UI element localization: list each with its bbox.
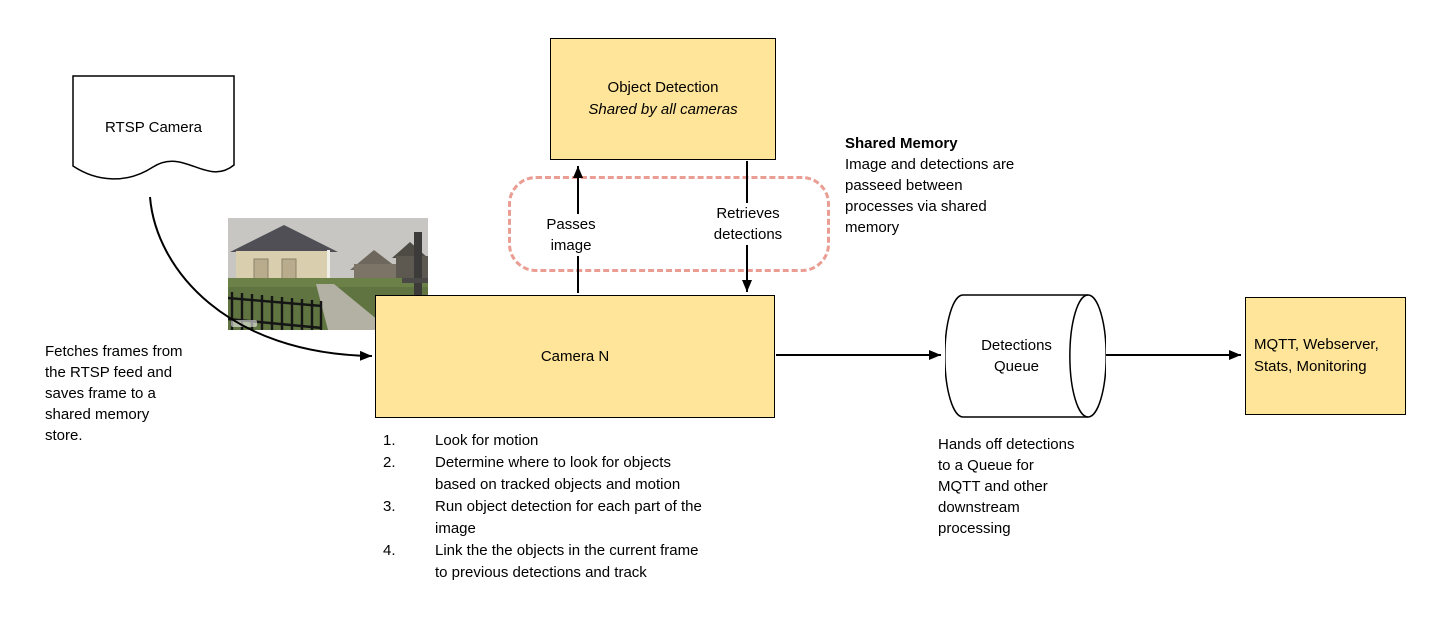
node-detections-queue: Detections Queue bbox=[945, 294, 1106, 418]
shared-memory-note-body: Image and detections are passeed between… bbox=[845, 156, 1015, 236]
retrieves-detections-label: Retrieves detections bbox=[704, 203, 792, 245]
shared-memory-region bbox=[508, 176, 830, 272]
object-detection-title: Object Detection bbox=[607, 79, 719, 96]
object-detection-subtitle: Shared by all cameras bbox=[588, 101, 738, 118]
node-camera-n: Camera N bbox=[375, 295, 775, 418]
document-shape-icon bbox=[72, 75, 235, 180]
rtsp-camera-label: RTSP Camera bbox=[105, 119, 202, 136]
node-object-detection: Object Detection Shared by all cameras bbox=[550, 38, 776, 160]
shared-memory-note: Shared Memory Image and detections are p… bbox=[845, 133, 1070, 238]
step-text: Link the the objects in the current fram… bbox=[435, 542, 699, 581]
shared-memory-note-title: Shared Memory bbox=[845, 135, 958, 152]
watermark bbox=[231, 320, 257, 327]
step-text: Run object detection for each part of th… bbox=[435, 498, 702, 537]
camera-step-4: 4. Link the the objects in the current f… bbox=[383, 540, 783, 584]
step-number: 1. bbox=[383, 432, 396, 449]
passes-image-label: Passes image bbox=[538, 214, 604, 256]
step-text: Determine where to look for objects base… bbox=[435, 454, 681, 493]
detections-queue-label: Detections Queue bbox=[981, 337, 1052, 375]
step-number: 2. bbox=[383, 454, 396, 471]
camera-steps-list: 1. Look for motion 2. Determine where to… bbox=[383, 430, 783, 584]
queue-handoff-note: Hands off detections to a Queue for MQTT… bbox=[938, 436, 1075, 537]
queue-cylinder-icon bbox=[945, 294, 1106, 418]
step-number: 4. bbox=[383, 542, 396, 559]
node-outputs: MQTT, Webserver, Stats, Monitoring bbox=[1245, 297, 1406, 415]
camera-step-3: 3. Run object detection for each part of… bbox=[383, 496, 783, 540]
camera-step-2: 2. Determine where to look for objects b… bbox=[383, 452, 783, 496]
camera-n-label: Camera N bbox=[540, 348, 610, 365]
node-rtsp-camera: RTSP Camera bbox=[72, 75, 235, 197]
step-text: Look for motion bbox=[435, 432, 539, 449]
rtsp-fetch-note: Fetches frames from the RTSP feed and sa… bbox=[45, 343, 183, 444]
camera-step-1: 1. Look for motion bbox=[383, 430, 783, 452]
outputs-label: MQTT, Webserver, Stats, Monitoring bbox=[1254, 336, 1379, 375]
step-number: 3. bbox=[383, 498, 396, 515]
